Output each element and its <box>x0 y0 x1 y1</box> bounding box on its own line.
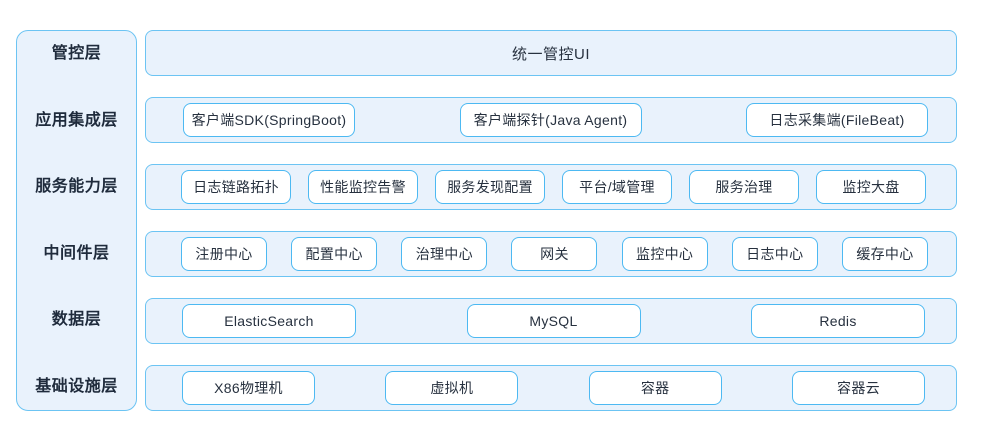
node-config-center: 配置中心 <box>291 237 378 271</box>
layer-label-app-integration: 应用集成层 <box>35 111 118 129</box>
layer-row-infrastructure: X86物理机 虚拟机 容器 容器云 <box>145 365 957 411</box>
node-redis: Redis <box>751 304 925 338</box>
node-performance-monitor-alert: 性能监控告警 <box>308 170 418 204</box>
node-container-cloud: 容器云 <box>791 371 925 405</box>
node-service-discovery-config: 服务发现配置 <box>435 170 545 204</box>
node-x86-physical-machine: X86物理机 <box>182 371 315 405</box>
layer-row-data: ElasticSearch MySQL Redis <box>145 298 957 344</box>
node-monitor-center: 监控中心 <box>621 237 708 271</box>
layer-row-app-integration: 客户端SDK(SpringBoot) 客户端探针(Java Agent) 日志采… <box>145 97 957 143</box>
node-registry-center: 注册中心 <box>181 237 267 271</box>
node-mysql: MySQL <box>466 304 641 338</box>
layer-row-service-capability: 日志链路拓扑 性能监控告警 服务发现配置 平台/域管理 服务治理 监控大盘 <box>145 164 957 210</box>
node-log-center: 日志中心 <box>731 237 818 271</box>
layer-label-service-capability: 服务能力层 <box>35 178 118 196</box>
node-container: 容器 <box>588 371 722 405</box>
layer-label-management: 管控层 <box>51 45 102 62</box>
node-client-sdk-springboot: 客户端SDK(SpringBoot) <box>183 103 355 137</box>
node-log-collector-filebeat: 日志采集端(FileBeat) <box>746 103 928 137</box>
layers-panel: 统一管控UI 客户端SDK(SpringBoot) 客户端探针(Java Age… <box>145 30 957 411</box>
node-platform-domain-management: 平台/域管理 <box>562 170 672 204</box>
node-service-governance: 服务治理 <box>689 170 799 204</box>
node-elasticsearch: ElasticSearch <box>182 304 356 338</box>
layer-labels-panel: 管控层 应用集成层 服务能力层 中间件层 数据层 基础设施层 <box>16 30 137 411</box>
layer-row-middleware: 注册中心 配置中心 治理中心 网关 监控中心 日志中心 缓存中心 <box>145 231 957 277</box>
layer-label-infrastructure: 基础设施层 <box>35 377 118 395</box>
layer-label-middleware: 中间件层 <box>43 244 110 262</box>
node-client-probe-java-agent: 客户端探针(Java Agent) <box>459 103 642 137</box>
node-monitor-dashboard: 监控大盘 <box>816 170 926 204</box>
node-governance-center: 治理中心 <box>401 237 488 271</box>
node-virtual-machine: 虚拟机 <box>385 371 519 405</box>
layer-label-data: 数据层 <box>51 311 102 329</box>
node-log-trace-topology: 日志链路拓扑 <box>181 170 291 204</box>
node-unified-control-ui: 统一管控UI <box>511 45 590 63</box>
layer-row-management: 统一管控UI <box>145 30 957 76</box>
node-cache-center: 缓存中心 <box>841 237 928 271</box>
node-gateway: 网关 <box>511 237 598 271</box>
